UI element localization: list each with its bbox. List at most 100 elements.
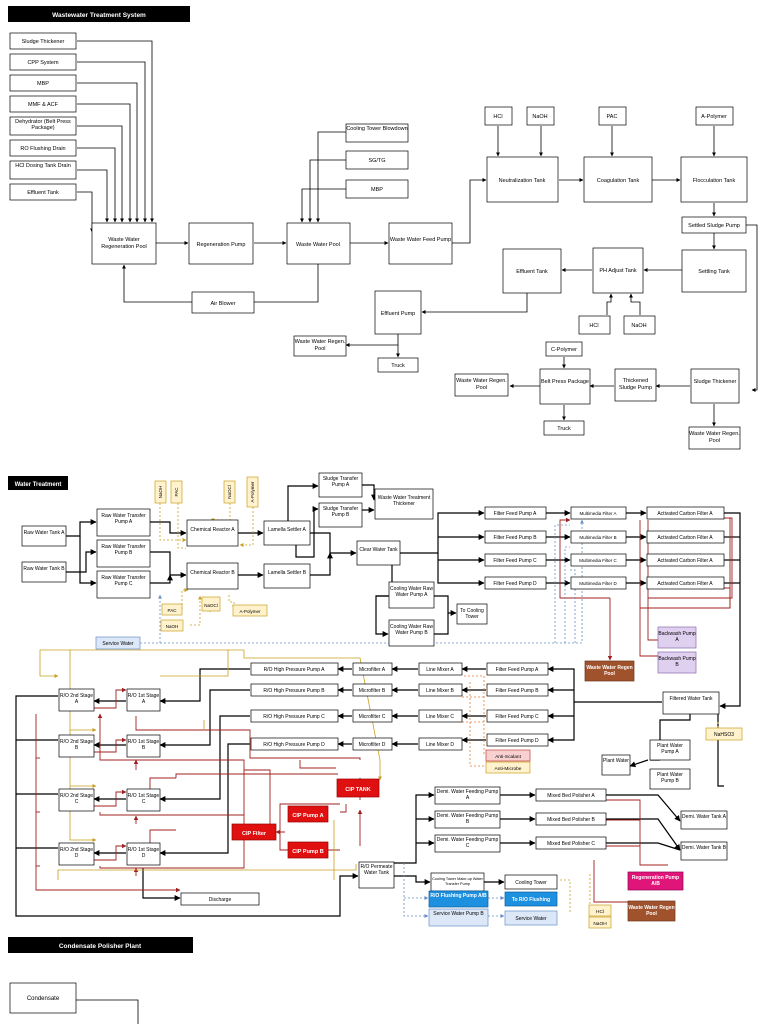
wt-anti-microbe: Anti-Microbe (485, 761, 531, 774)
wt-ffp2-a: Filter Feed Pump A (486, 662, 549, 676)
wt-demi-feed-a: Demi. Water Feeding Pump A (434, 786, 501, 805)
ww-source-cpp: CPP System (9, 53, 77, 71)
wt-ffp-a: Filter Feed Pump A (484, 506, 547, 520)
ww-pac: PAC (598, 106, 627, 126)
svg-text:PAC: PAC (607, 114, 618, 120)
svg-text:Effluent Tank: Effluent Tank (27, 190, 59, 196)
ww-source-ro-flushing: RO Flushing Drain (9, 139, 77, 157)
svg-text:Filter Feed Pump C: Filter Feed Pump C (493, 558, 537, 564)
svg-text:Filter Feed Pump A: Filter Feed Pump A (496, 667, 539, 673)
ww-belt-press: Belt Press Package (539, 368, 591, 405)
ww-source-dehydrator: Dehydrator (Belt Press Package) (9, 116, 77, 136)
svg-text:Activated Carbon Filter A: Activated Carbon Filter A (657, 535, 713, 541)
svg-text:Microfilter C: Microfilter C (359, 714, 386, 720)
svg-text:Multimedia Filter C: Multimedia Filter C (579, 558, 617, 563)
ww-sg-tg: SG/TG (345, 150, 409, 170)
svg-text:NaOCl: NaOCl (204, 603, 218, 608)
ww-ph-adjust-tank: PH Adjust Tank (592, 247, 644, 294)
wt-cooling-tower: Cooling Tower (504, 874, 558, 890)
wt-ro-flush-pump: R/O Flushing Pump A/B (428, 890, 489, 908)
svg-text:Service Water: Service Water (515, 916, 547, 922)
wt-sludge-pump-b: Sludge Transfer Pump B (318, 502, 363, 528)
svg-text:A-Polymer: A-Polymer (239, 609, 261, 614)
svg-text:NaOCl: NaOCl (227, 485, 232, 499)
wt-ro1-b: R/O 1st Stage B (126, 734, 161, 758)
wt-ro2-c: R/O 2nd Stage C (58, 788, 95, 812)
wt-ro1-a: R/O 1st Stage A (126, 688, 161, 712)
ww-naoh2: NaOH (623, 315, 656, 335)
ww-source-mbp: MBP (9, 74, 77, 92)
wt-clear-tank: Clear Water Tank (356, 540, 401, 566)
svg-text:Effluent Tank: Effluent Tank (516, 269, 548, 275)
wt-cw-pump-a: Cooling Water Raw Water Pump A (388, 581, 435, 609)
wt-nahso3: NaHSO3 (705, 727, 743, 741)
svg-text:Microfilter A: Microfilter A (359, 667, 386, 673)
wt-chem-naocl-bot: NaOCl (201, 596, 221, 612)
header-wastewater (8, 6, 190, 22)
wt-plant-pump-b: Plant Water Pump B (649, 768, 691, 790)
wt-raw-pump-c: Raw Water Transfer Pump C (96, 570, 151, 599)
wt-chem-naoh-bot: NaOH (160, 619, 184, 632)
wt-cw-pump-b: Cooling Water Raw Water Pump B (388, 619, 435, 647)
wt-lamella-a: Lamella Settler A (263, 520, 311, 546)
ww-effluent-pump: Effluent Pump (374, 290, 422, 335)
ww-mbp2: MBP (345, 179, 409, 199)
wt-ffp-b: Filter Feed Pump B (484, 530, 547, 544)
wt-service-pump: Service Water Pump B (428, 908, 489, 927)
svg-text:Activated Carbon Filter A: Activated Carbon Filter A (657, 558, 713, 564)
wt-line-mixer-c: Line Mixer C (418, 709, 463, 723)
svg-text:PH Adjust Tank: PH Adjust Tank (599, 268, 636, 274)
wt-mmf-c: Multimedia Filter C (570, 553, 627, 567)
ww-coagulation-tank: Coagulation Tank (583, 156, 653, 203)
svg-text:Effluent Pump: Effluent Pump (381, 311, 415, 317)
wt-cip-pump-a: CIP Pump A (287, 805, 329, 823)
ww-regen-pool-2: Waste Water Regen. Pool (293, 335, 347, 357)
header-condensate (8, 937, 193, 953)
svg-text:Multimedia Filter A: Multimedia Filter A (579, 511, 616, 516)
svg-text:Condensate: Condensate (27, 996, 60, 1002)
wt-service-water-2: Service Water (504, 910, 558, 926)
svg-text:MBP: MBP (371, 187, 383, 193)
svg-text:Service Water: Service Water (102, 641, 134, 647)
ww-cooling-blowdown: Cooling Tower Blowdown (345, 123, 409, 143)
svg-text:CIP Filter: CIP Filter (242, 831, 267, 837)
wt-cip-filter: CIP Filter (231, 823, 277, 841)
wt-raw-pump-b: Raw Water Transfer Pump B (96, 539, 151, 568)
svg-text:Truck: Truck (557, 426, 571, 432)
wt-ct-makeup: Cooling Tower Make-up Water Transfer Pum… (430, 872, 485, 892)
svg-text:Regeneration Pump: Regeneration Pump (197, 242, 246, 248)
svg-text:Neutralization Tank: Neutralization Tank (499, 178, 546, 184)
wt-backwash-a: Backwash Pump A (657, 626, 697, 649)
wt-chem-pac-top: PAC (170, 480, 183, 504)
wt-hp-pump-d: R/O High Pressure Pump D (250, 737, 339, 751)
wt-mmf-b: Multimedia Filter B (570, 530, 627, 544)
ww-effluent-tank: Effluent Tank (502, 248, 562, 294)
wt-line-mixer-d: Line Mixer D (418, 737, 463, 751)
ww-sludge-thickener: Sludge Thickener (690, 368, 740, 404)
svg-text:Flocculation Tank: Flocculation Tank (693, 178, 736, 184)
ww-source-sludge-thickener: Sludge Thickener (9, 32, 77, 50)
svg-text:HCl: HCl (596, 909, 604, 915)
wt-hp-pump-c: R/O High Pressure Pump C (250, 709, 339, 723)
svg-text:Filter Feed Pump B: Filter Feed Pump B (493, 535, 537, 541)
ww-hcl: HCl (484, 106, 513, 126)
wt-naoh: NaOH (588, 916, 612, 929)
svg-text:Waste Water Pool: Waste Water Pool (296, 242, 340, 248)
wt-mbp-a: Mixed Bed Polisher A (535, 788, 607, 802)
svg-text:Multimedia Filter D: Multimedia Filter D (579, 581, 617, 586)
ww-hcl2: HCl (578, 315, 611, 335)
wt-demi-feed-c: Demi. Water Feeding Pump C (434, 834, 501, 853)
wt-reactor-a: Chemical Reactor A (186, 519, 239, 547)
svg-text:NaOH: NaOH (158, 486, 163, 499)
ww-air-blower: Air Blower (191, 291, 255, 314)
svg-text:PAC: PAC (174, 487, 179, 497)
wt-acf-d: Activated Carbon Filter A (646, 576, 725, 590)
ww-flocculation-tank: Flocculation Tank (680, 156, 748, 203)
svg-text:A-Polymer: A-Polymer (701, 114, 727, 120)
wt-ww-regen-pool-2: Waste Water Regen Pool (627, 900, 676, 922)
wt-microfilter-c: Microfilter C (352, 709, 393, 723)
svg-text:Anti-Scalant: Anti-Scalant (495, 754, 522, 760)
wt-mmf-d: Multimedia Filter D (570, 576, 627, 590)
wt-hp-pump-a: R/O High Pressure Pump A (250, 662, 339, 676)
